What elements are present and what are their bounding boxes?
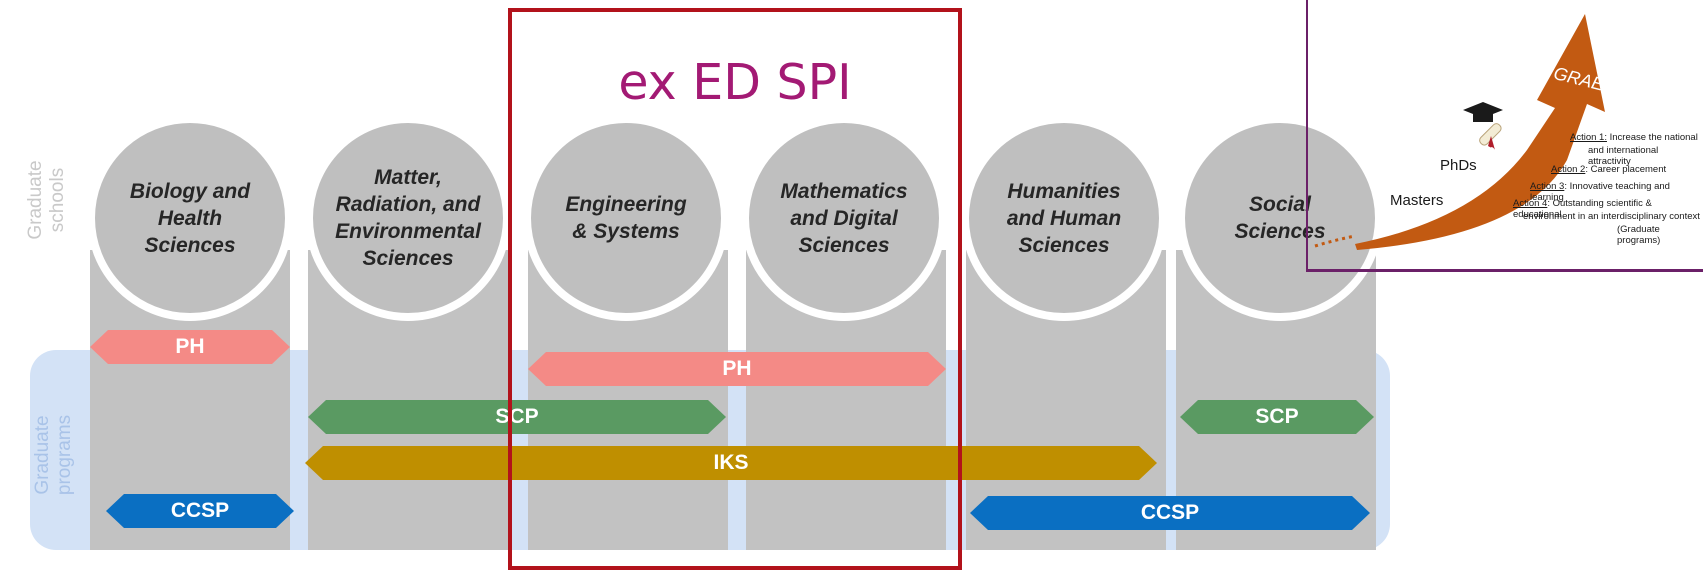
action-3: Action 3: Innovative teaching and learni… xyxy=(1530,181,1703,203)
program-ccsp-right: CCSP xyxy=(970,496,1370,530)
masters-label: Masters xyxy=(1390,192,1444,209)
action-4-line2: environment in an interdisciplinary cont… xyxy=(1523,211,1700,222)
school-circle-humanities: Humanities and Human Sciences xyxy=(961,115,1167,321)
school-name: Matter, Radiation, and Environmental Sci… xyxy=(335,166,481,270)
action-3-label: Action 3 xyxy=(1530,181,1565,192)
grael-arrow-graphic xyxy=(1314,14,1605,250)
program-ccsp-left: CCSP xyxy=(106,494,294,528)
action-1-label: Action 1: xyxy=(1570,132,1607,143)
school-circle-social: Social Sciences xyxy=(1177,115,1383,321)
grael-arrow-shape xyxy=(1355,14,1605,250)
school-name: Humanities and Human Sciences xyxy=(1006,179,1122,257)
program-scp-right: SCP xyxy=(1180,400,1374,434)
school-name: Mathematics and Digital Sciences xyxy=(780,179,908,257)
action-2-label: Action 2 xyxy=(1551,164,1586,175)
highlight-frame xyxy=(508,8,962,570)
diagram-canvas: Graduate schools Graduate programs Biolo… xyxy=(25,115,1390,550)
school-name: Engineering & Systems xyxy=(565,193,687,243)
action-1-text: Increase the national xyxy=(1606,132,1698,143)
school-circle-matter: Matter, Radiation, and Environmental Sci… xyxy=(305,115,511,321)
action-4: Action 4: Outstanding scientific & educa… xyxy=(1513,198,1703,220)
program-scp-left: SCP xyxy=(308,400,726,434)
grael-inset: GRAEL Grad. Schools PhDs Masters Action … xyxy=(1305,0,1703,272)
phds-label: PhDs xyxy=(1440,157,1477,174)
action-2: Action 2: Career placement xyxy=(1551,164,1666,175)
inset-border xyxy=(1306,0,1703,272)
action-4-line3: (Graduate programs) xyxy=(1617,224,1661,246)
school-circle-engineering: Engineering & Systems xyxy=(523,115,729,321)
diploma-icon xyxy=(1479,123,1502,146)
action-4-text: : Outstanding scientific & educational xyxy=(1513,198,1652,220)
school-name: Biology and Health Sciences xyxy=(129,179,251,257)
program-ph-left: PH xyxy=(90,330,290,364)
school-name: Social Sciences xyxy=(1234,193,1326,243)
program-iks: IKS xyxy=(305,446,1157,480)
action-4-label: Action 4 xyxy=(1513,198,1548,209)
action-2-text: : Career placement xyxy=(1585,164,1667,175)
school-circle-biology: Biology and Health Sciences xyxy=(87,115,293,321)
graduate-schools-label: Graduate schools xyxy=(25,160,68,240)
action-1: Action 1: Increase the national xyxy=(1570,132,1698,143)
action-3-text: : Innovative teaching and learning xyxy=(1530,181,1670,203)
highlight-label: ex ED SPI xyxy=(618,54,852,111)
program-ph-center: PH xyxy=(528,352,946,386)
graduate-programs-label: Graduate programs xyxy=(32,414,75,496)
action-1-line2: and international attractivity xyxy=(1588,145,1659,167)
dotted-start-line xyxy=(1314,234,1356,248)
school-circle-mathematics: Mathematics and Digital Sciences xyxy=(741,115,947,321)
